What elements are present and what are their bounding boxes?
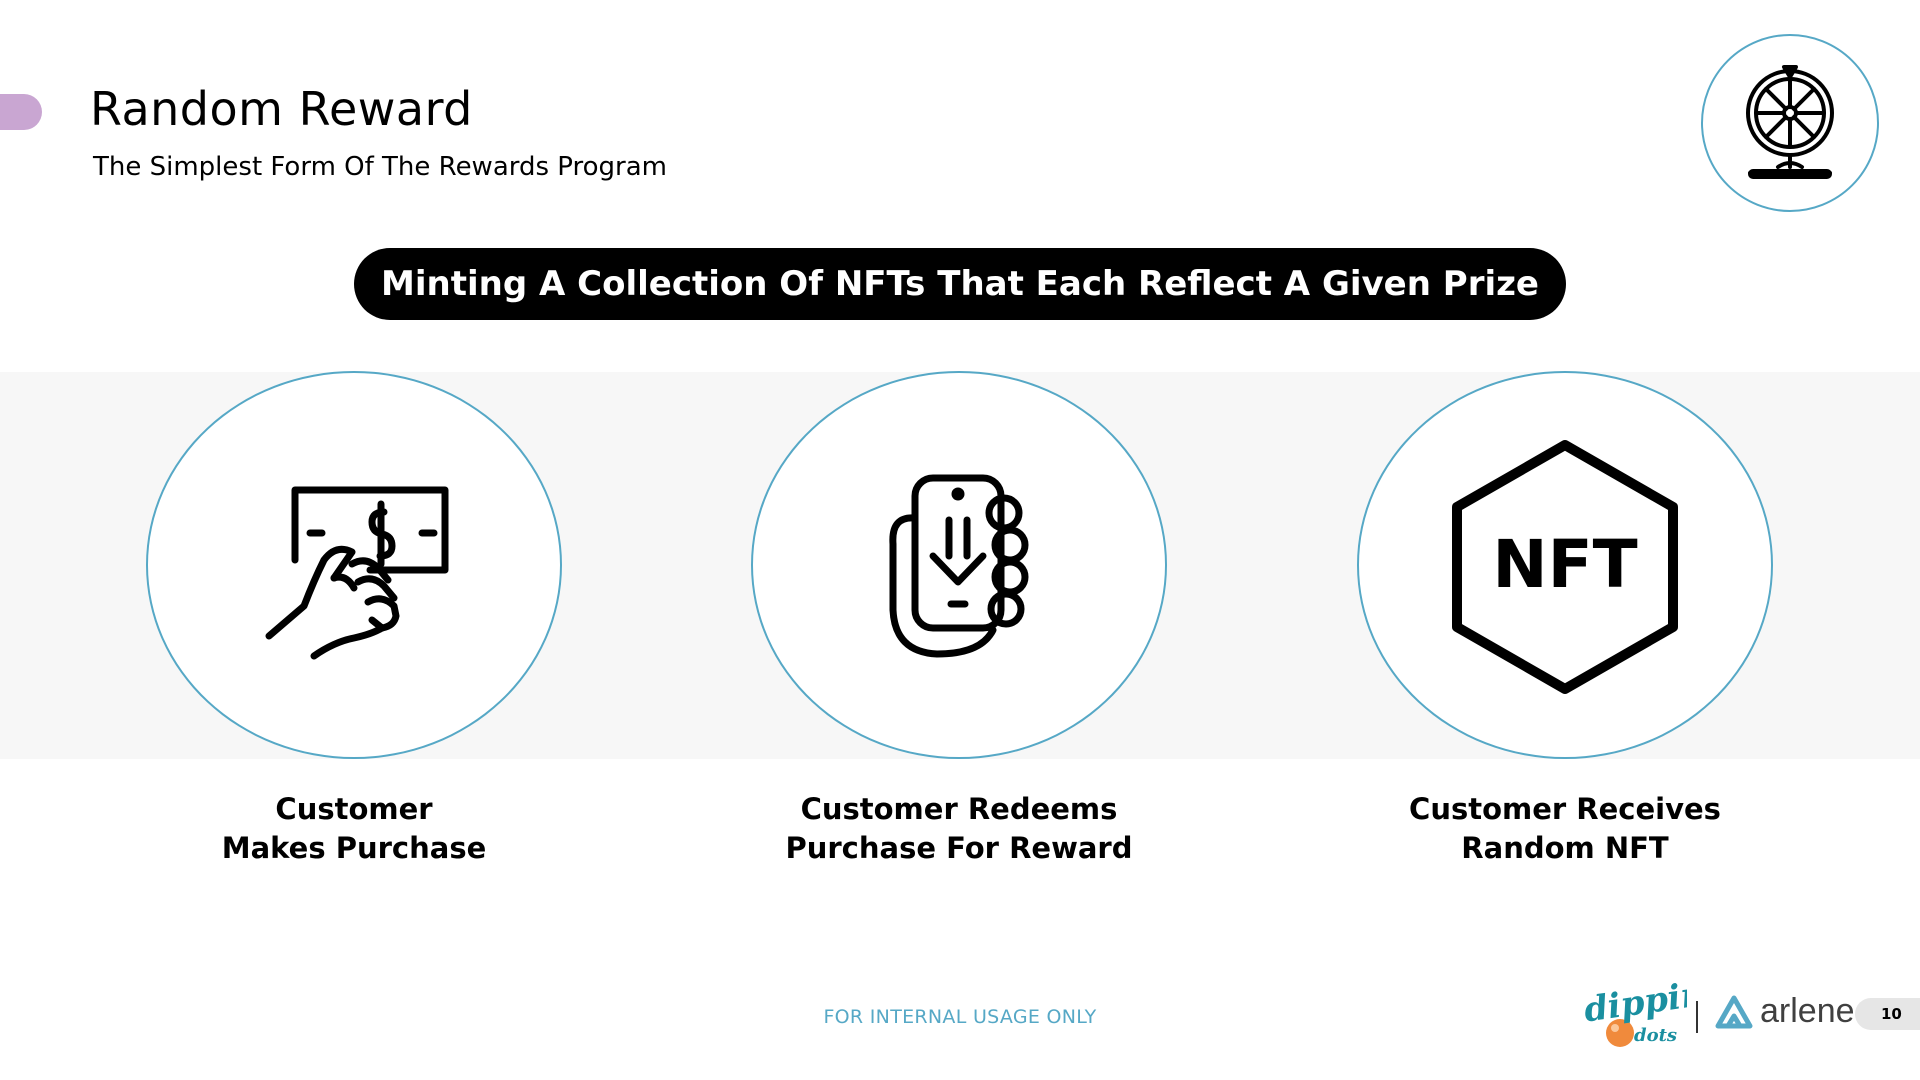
step-3-label: Customer Receives Random NFT xyxy=(1315,790,1815,868)
logo-separator xyxy=(1696,1001,1698,1033)
page-number: 10 xyxy=(1855,998,1920,1030)
accent-tab xyxy=(0,94,42,130)
dippin-dots-logo: dippin' dots xyxy=(1582,975,1687,1047)
arlene-logo: arlene xyxy=(1714,992,1855,1031)
arlene-logo-text: arlene xyxy=(1760,992,1855,1030)
svg-text:dots: dots xyxy=(1634,1025,1677,1046)
step-3-label-line2: Random NFT xyxy=(1461,831,1669,865)
prize-wheel-badge xyxy=(1701,34,1879,212)
step-1-label: Customer Makes Purchase xyxy=(104,790,604,868)
banner-text: Minting A Collection Of NFTs That Each R… xyxy=(381,264,1539,304)
nft-hexagon-icon: NFT xyxy=(1452,440,1678,694)
prize-wheel-icon xyxy=(1746,65,1834,179)
page-subtitle: The Simplest Form Of The Rewards Program xyxy=(93,152,668,182)
headline-banner: Minting A Collection Of NFTs That Each R… xyxy=(354,248,1566,320)
page-number-text: 10 xyxy=(1881,1005,1902,1023)
step-3-circle: NFT xyxy=(1357,371,1773,759)
step-1-circle xyxy=(146,371,562,759)
step-1-label-line2: Makes Purchase xyxy=(221,831,487,865)
step-3-label-line1: Customer Receives xyxy=(1409,792,1721,826)
step-2-label-line2: Purchase For Reward xyxy=(785,831,1133,865)
arlene-mark-icon xyxy=(1715,995,1753,1028)
phone-download-icon xyxy=(889,474,1029,658)
svg-text:dippin': dippin' xyxy=(1582,975,1687,1030)
cash-hand-icon xyxy=(265,486,449,660)
step-2-circle xyxy=(751,371,1167,759)
page-title: Random Reward xyxy=(90,82,473,136)
step-2-label-line1: Customer Redeems xyxy=(800,792,1118,826)
footer-note: FOR INTERNAL USAGE ONLY xyxy=(823,1006,1097,1028)
step-1-label-line1: Customer xyxy=(275,792,433,826)
step-2-label: Customer Redeems Purchase For Reward xyxy=(709,790,1209,868)
nft-icon-text: NFT xyxy=(1492,526,1637,603)
